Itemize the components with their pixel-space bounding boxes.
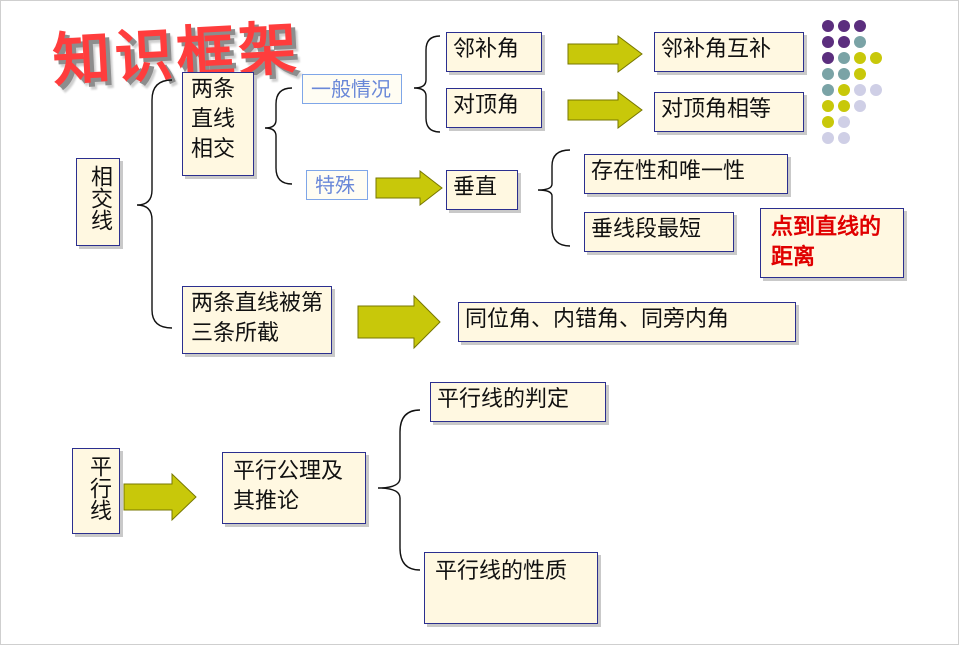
decor-dot (854, 20, 866, 32)
node-yiban-qingkuang: 一般情况 (302, 74, 402, 104)
node-cunzai-weiyi: 存在性和唯一性 (584, 154, 788, 194)
node-teshu: 特殊 (306, 170, 368, 200)
node-pingxingxian: 平行线 (72, 448, 120, 534)
arrow-linbujiao (567, 35, 643, 73)
arrow-duidingjiao (567, 91, 643, 129)
decor-dot (822, 100, 834, 112)
node-linbujiao-hubu: 邻补角互补 (654, 32, 804, 72)
decor-dot (838, 68, 850, 80)
decor-dot (838, 132, 850, 144)
decor-dot (854, 84, 866, 96)
decor-dot (822, 52, 834, 64)
decor-dot (838, 36, 850, 48)
decor-dot (870, 84, 882, 96)
brace-general (413, 35, 441, 133)
node-three-angles: 同位角、内错角、同旁内角 (458, 302, 796, 342)
brace-liangtiao (264, 87, 293, 185)
node-pingxing-panding: 平行线的判定 (430, 382, 606, 422)
decor-dot (838, 52, 850, 64)
brace-chuizhi (537, 149, 571, 247)
decor-dot-grid (822, 20, 882, 144)
node-pingxing-xingzhi: 平行线的性质 (424, 552, 598, 624)
node-duidingjiao-xiangdeng: 对顶角相等 (654, 92, 804, 132)
decor-dot (822, 68, 834, 80)
decor-dot (838, 100, 850, 112)
decor-dot (854, 52, 866, 64)
decor-dot (822, 36, 834, 48)
decor-dot (822, 20, 834, 32)
node-xiangjiaoxian: 相交线 (76, 158, 120, 246)
node-linbujiao: 邻补角 (446, 32, 542, 72)
node-liangtiao-xiangjiao: 两条直线相交 (182, 72, 254, 176)
decor-dot (822, 84, 834, 96)
node-duidingjiao: 对顶角 (446, 88, 542, 128)
decor-dot (838, 84, 850, 96)
decor-dot (838, 20, 850, 32)
arrow-teshu (375, 169, 443, 207)
arrow-pingxing (123, 472, 197, 522)
decor-dot (854, 68, 866, 80)
decor-dot (854, 36, 866, 48)
node-pingxing-gongli: 平行公理及其推论 (222, 452, 366, 524)
decor-dot (822, 132, 834, 144)
arrow-jiejie (357, 294, 441, 350)
decor-dot (822, 116, 834, 128)
decor-dot (838, 116, 850, 128)
decor-dot (870, 52, 882, 64)
brace-xiangjiao (136, 79, 173, 329)
decor-dot (854, 100, 866, 112)
node-dian-daozhixian-juli: 点到直线的距离 (760, 208, 904, 278)
node-jiejie: 两条直线被第三条所截 (182, 286, 332, 354)
brace-parallel (377, 409, 421, 571)
node-chuizhi: 垂直 (446, 170, 518, 210)
node-chuixianduan-zuiduan: 垂线段最短 (584, 212, 734, 252)
